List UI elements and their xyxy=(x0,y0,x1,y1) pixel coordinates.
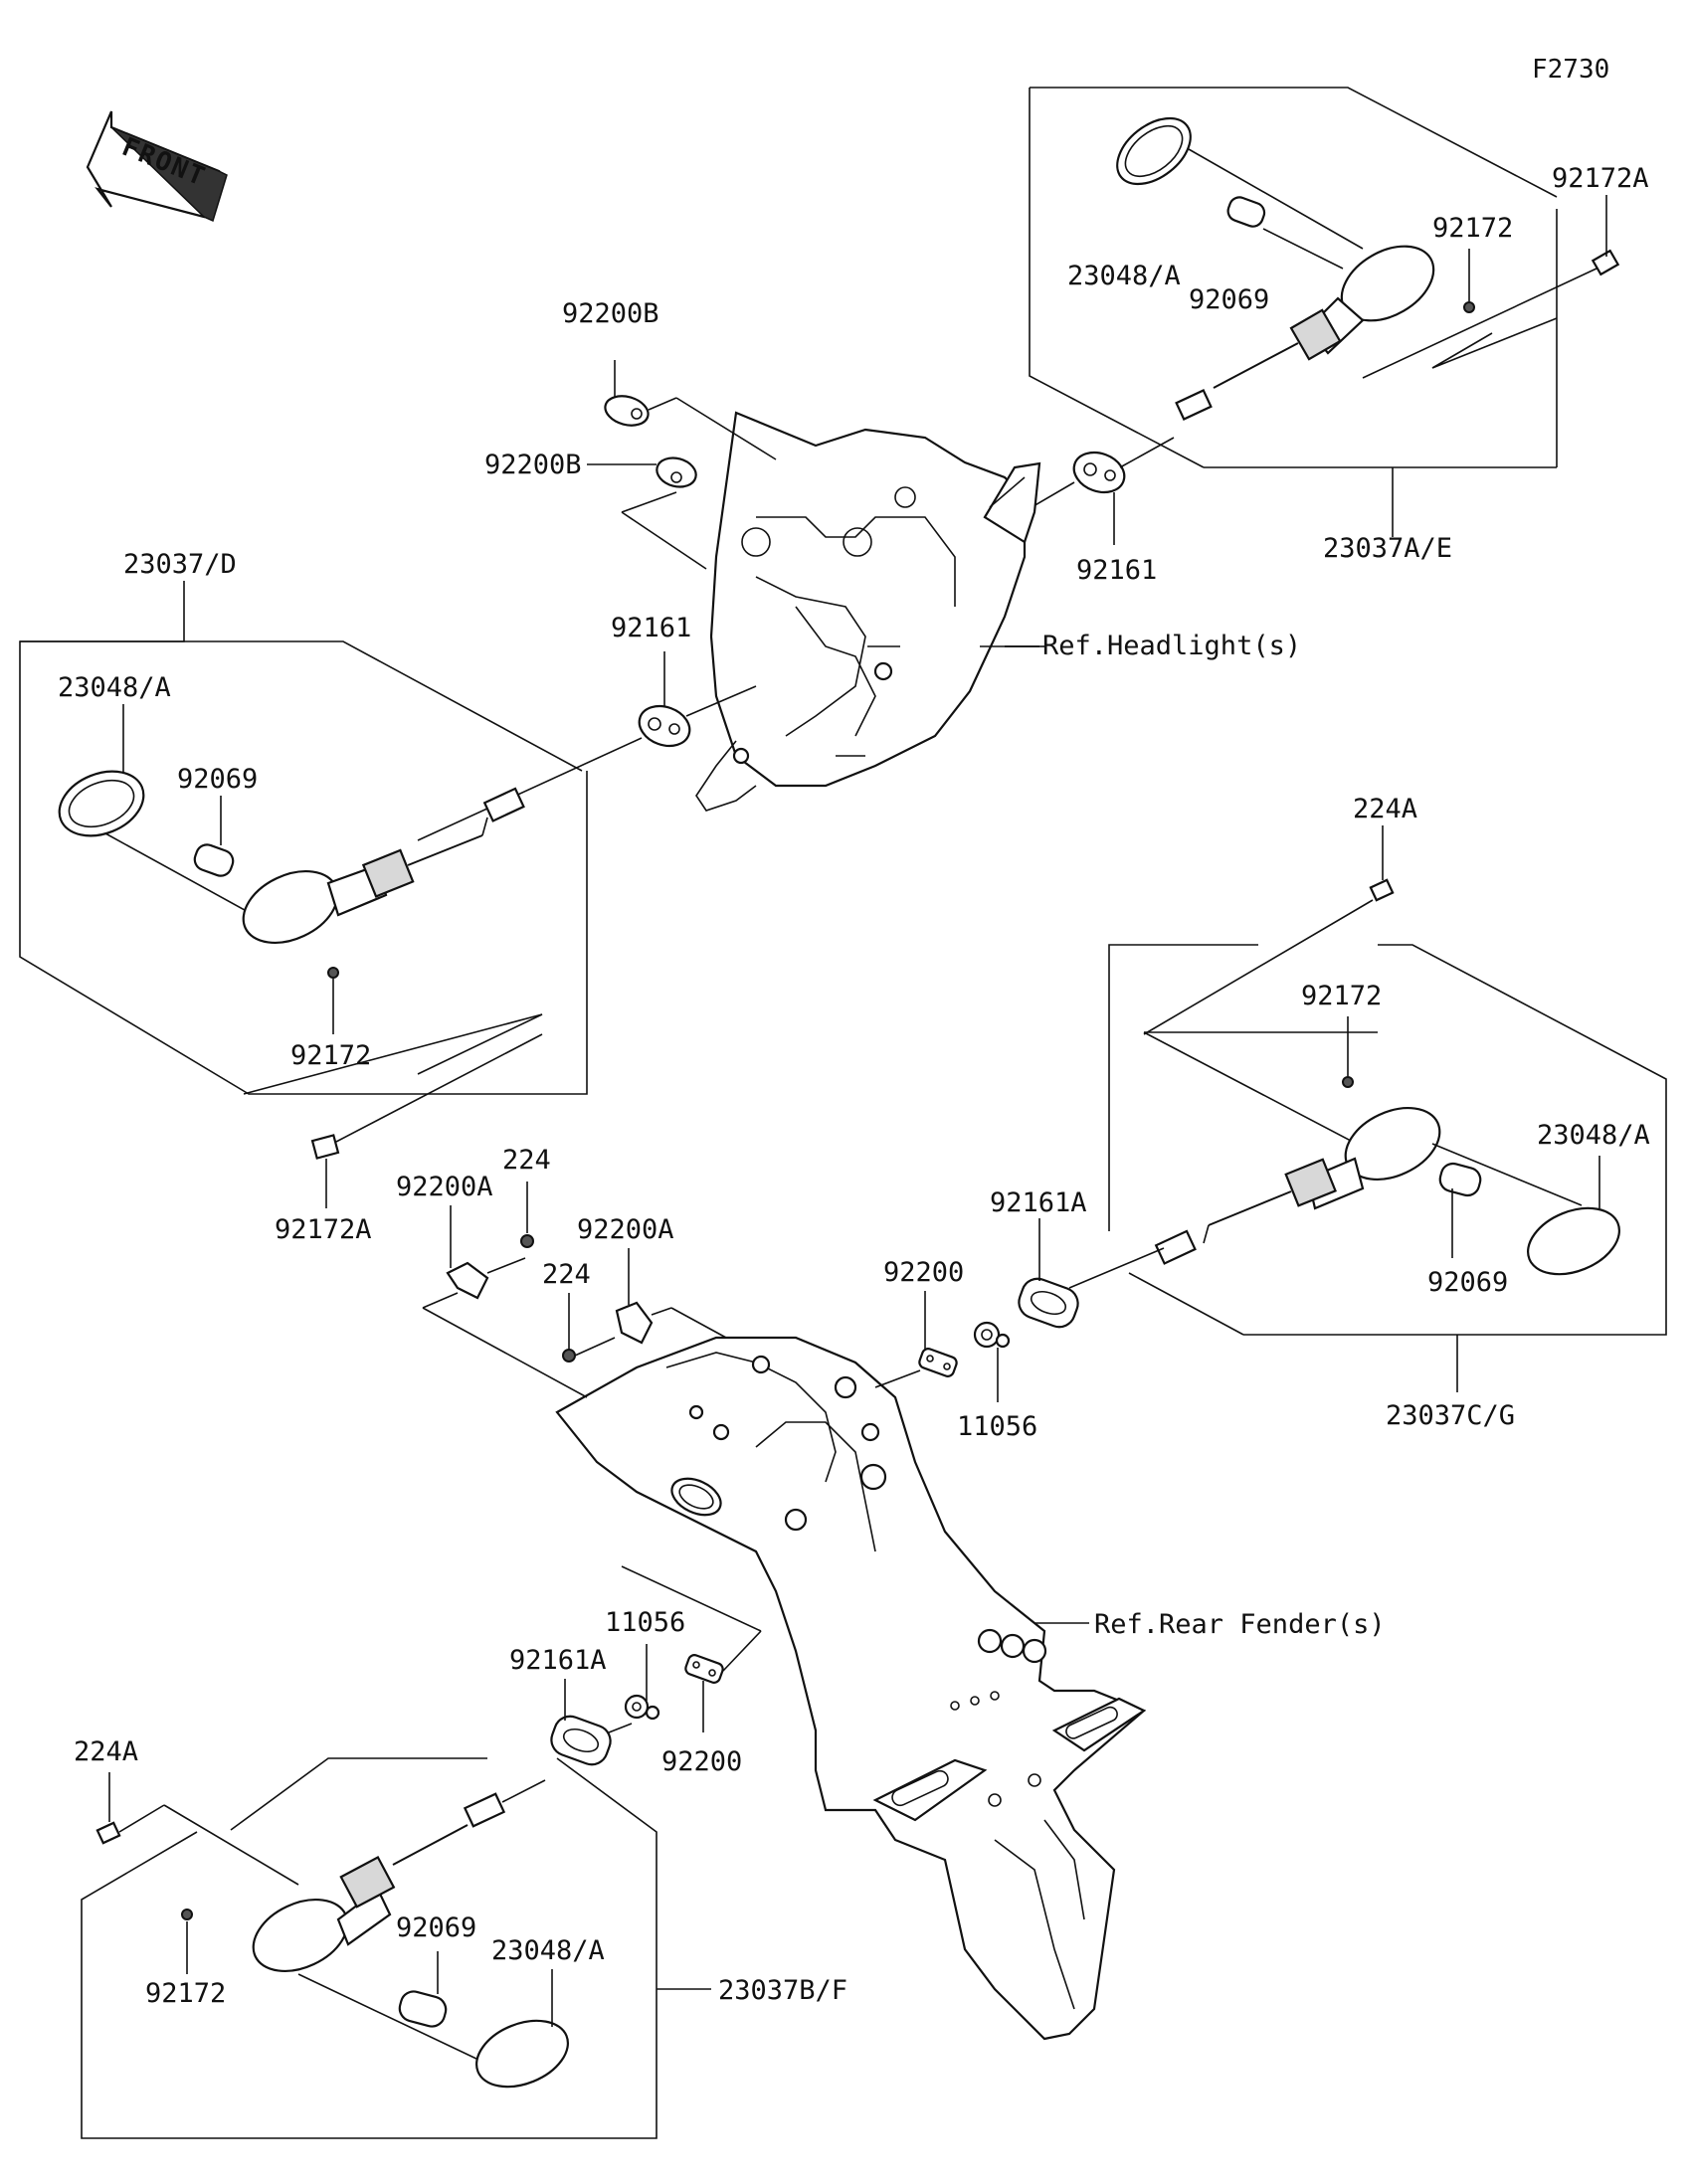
clamp-right xyxy=(973,1321,1011,1402)
label-23048A-bottom-right: 23048/A xyxy=(1537,1120,1650,1151)
lens-rl xyxy=(474,1969,570,2089)
label-23037D: 23037/D xyxy=(123,549,237,580)
clamp-left xyxy=(624,1644,660,1721)
label-92200-left: 92200 xyxy=(661,1746,742,1777)
front-arrow: FRONT xyxy=(86,110,228,223)
bulb-rl xyxy=(398,1951,448,2028)
label-11056-right: 11056 xyxy=(957,1411,1037,1442)
label-92161-right: 92161 xyxy=(1076,555,1157,586)
label-224-a: 224 xyxy=(502,1145,551,1176)
label-224A-right: 224A xyxy=(1353,794,1417,824)
label-92161A-left: 92161A xyxy=(509,1645,607,1676)
label-92161A-right: 92161A xyxy=(990,1187,1087,1218)
rear-fender xyxy=(555,1336,1147,2041)
grommet-part xyxy=(1014,437,1175,545)
label-92172-top-right: 92172 xyxy=(1432,213,1513,244)
plate-left xyxy=(621,1565,762,1732)
label-92069-bottom-left: 92069 xyxy=(396,1912,476,1943)
clip-a-left xyxy=(422,1205,588,1398)
label-92172-top-left: 92172 xyxy=(290,1040,371,1071)
part-labels: 92172A 92172 23048/A 92069 92200B 92200B… xyxy=(58,163,1650,2009)
turn-signal-housing-rr xyxy=(1154,1107,1441,1265)
label-92172A-left: 92172A xyxy=(275,1214,372,1245)
figure-code: F2730 xyxy=(1532,55,1609,85)
turn-signal-housing-rl xyxy=(252,1779,546,1972)
screw-part xyxy=(1463,249,1475,313)
label-92172-bottom-left: 92172 xyxy=(145,1978,226,2009)
front-right-turn-signal-group xyxy=(1014,87,1620,545)
lens-ring-part xyxy=(1116,116,1192,186)
bulb-rr xyxy=(1438,1162,1482,1258)
lens-rr xyxy=(1526,1156,1621,1276)
label-23048A-top-left: 23048/A xyxy=(58,672,171,703)
screw-a-part xyxy=(1362,195,1620,379)
screw-224-a xyxy=(520,1182,534,1248)
label-ref-rearfender: Ref.Rear Fender(s) xyxy=(1094,1609,1386,1640)
rear-right-turn-signal-group xyxy=(1108,944,1667,1392)
screw-224a-left xyxy=(95,1772,299,1886)
headlight-bracket xyxy=(695,411,1044,812)
damper-b-lower xyxy=(587,456,707,570)
label-11056-left: 11056 xyxy=(605,1607,685,1638)
clip-a-right xyxy=(615,1248,727,1345)
label-23037AE: 23037A/E xyxy=(1323,533,1452,564)
label-92200B-lower: 92200B xyxy=(484,450,582,480)
label-92069-top-left: 92069 xyxy=(177,764,258,795)
label-92200A-a: 92200A xyxy=(396,1172,493,1202)
label-224-b: 224 xyxy=(542,1259,591,1290)
grommet-a-right xyxy=(1018,1218,1165,1329)
label-ref-headlight: Ref.Headlight(s) xyxy=(1042,631,1301,661)
lens-ring-part-left xyxy=(58,704,145,837)
turn-signal-housing-left xyxy=(242,787,525,944)
screw-224-b xyxy=(562,1293,616,1363)
label-92069-top-right: 92069 xyxy=(1189,284,1269,315)
screw-a-part-left xyxy=(310,1033,543,1208)
label-23037CG: 23037C/G xyxy=(1386,1400,1515,1431)
label-23037BF: 23037B/F xyxy=(718,1975,847,2006)
bulb-part-left xyxy=(193,796,235,877)
label-224A-left: 224A xyxy=(74,1736,138,1767)
screw-part-left xyxy=(327,967,339,1034)
label-92161-left: 92161 xyxy=(611,613,691,643)
turn-signal-housing xyxy=(1175,245,1435,421)
screw-rl xyxy=(181,1909,193,1974)
label-92069-bottom-right: 92069 xyxy=(1427,1267,1508,1298)
screw-rr xyxy=(1342,1016,1354,1088)
screw-224a-right xyxy=(1143,825,1395,1035)
front-left-turn-signal-group xyxy=(19,581,588,1095)
label-23048A-top-right: 23048/A xyxy=(1067,261,1181,291)
grommet-a-left xyxy=(550,1679,633,1766)
label-92200B-upper: 92200B xyxy=(562,298,659,329)
label-92200-right: 92200 xyxy=(883,1257,964,1288)
bulb-part xyxy=(1226,196,1266,228)
grommet-center xyxy=(417,651,757,841)
label-92172A-top-right: 92172A xyxy=(1552,163,1649,194)
label-92200A-b: 92200A xyxy=(577,1214,674,1245)
rear-left-turn-signal-group xyxy=(81,1757,711,2139)
damper-b-upper xyxy=(604,360,777,460)
label-92172-bottom-right: 92172 xyxy=(1301,981,1382,1011)
plate-right xyxy=(874,1291,958,1388)
label-23048A-bottom-left: 23048/A xyxy=(491,1935,605,1966)
